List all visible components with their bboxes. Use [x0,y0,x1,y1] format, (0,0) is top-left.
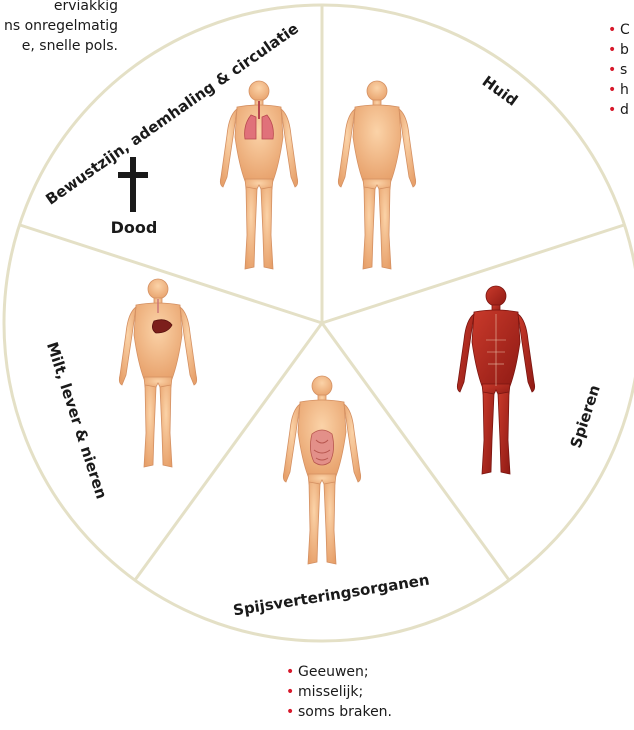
list-item: soms braken. [286,702,392,722]
death-label: Dood [111,218,158,237]
list-item: b [608,40,630,60]
list-item: d [608,100,630,120]
list-item: h [608,80,630,100]
list-item: s [608,60,630,80]
right-bullet-list: C b s h d [608,20,630,120]
list-item: C [608,20,630,40]
digestive-symptom-list: Geeuwen; misselijk; soms braken. [286,662,392,722]
list-item: Geeuwen; [286,662,392,682]
list-item: misselijk; [286,682,392,702]
